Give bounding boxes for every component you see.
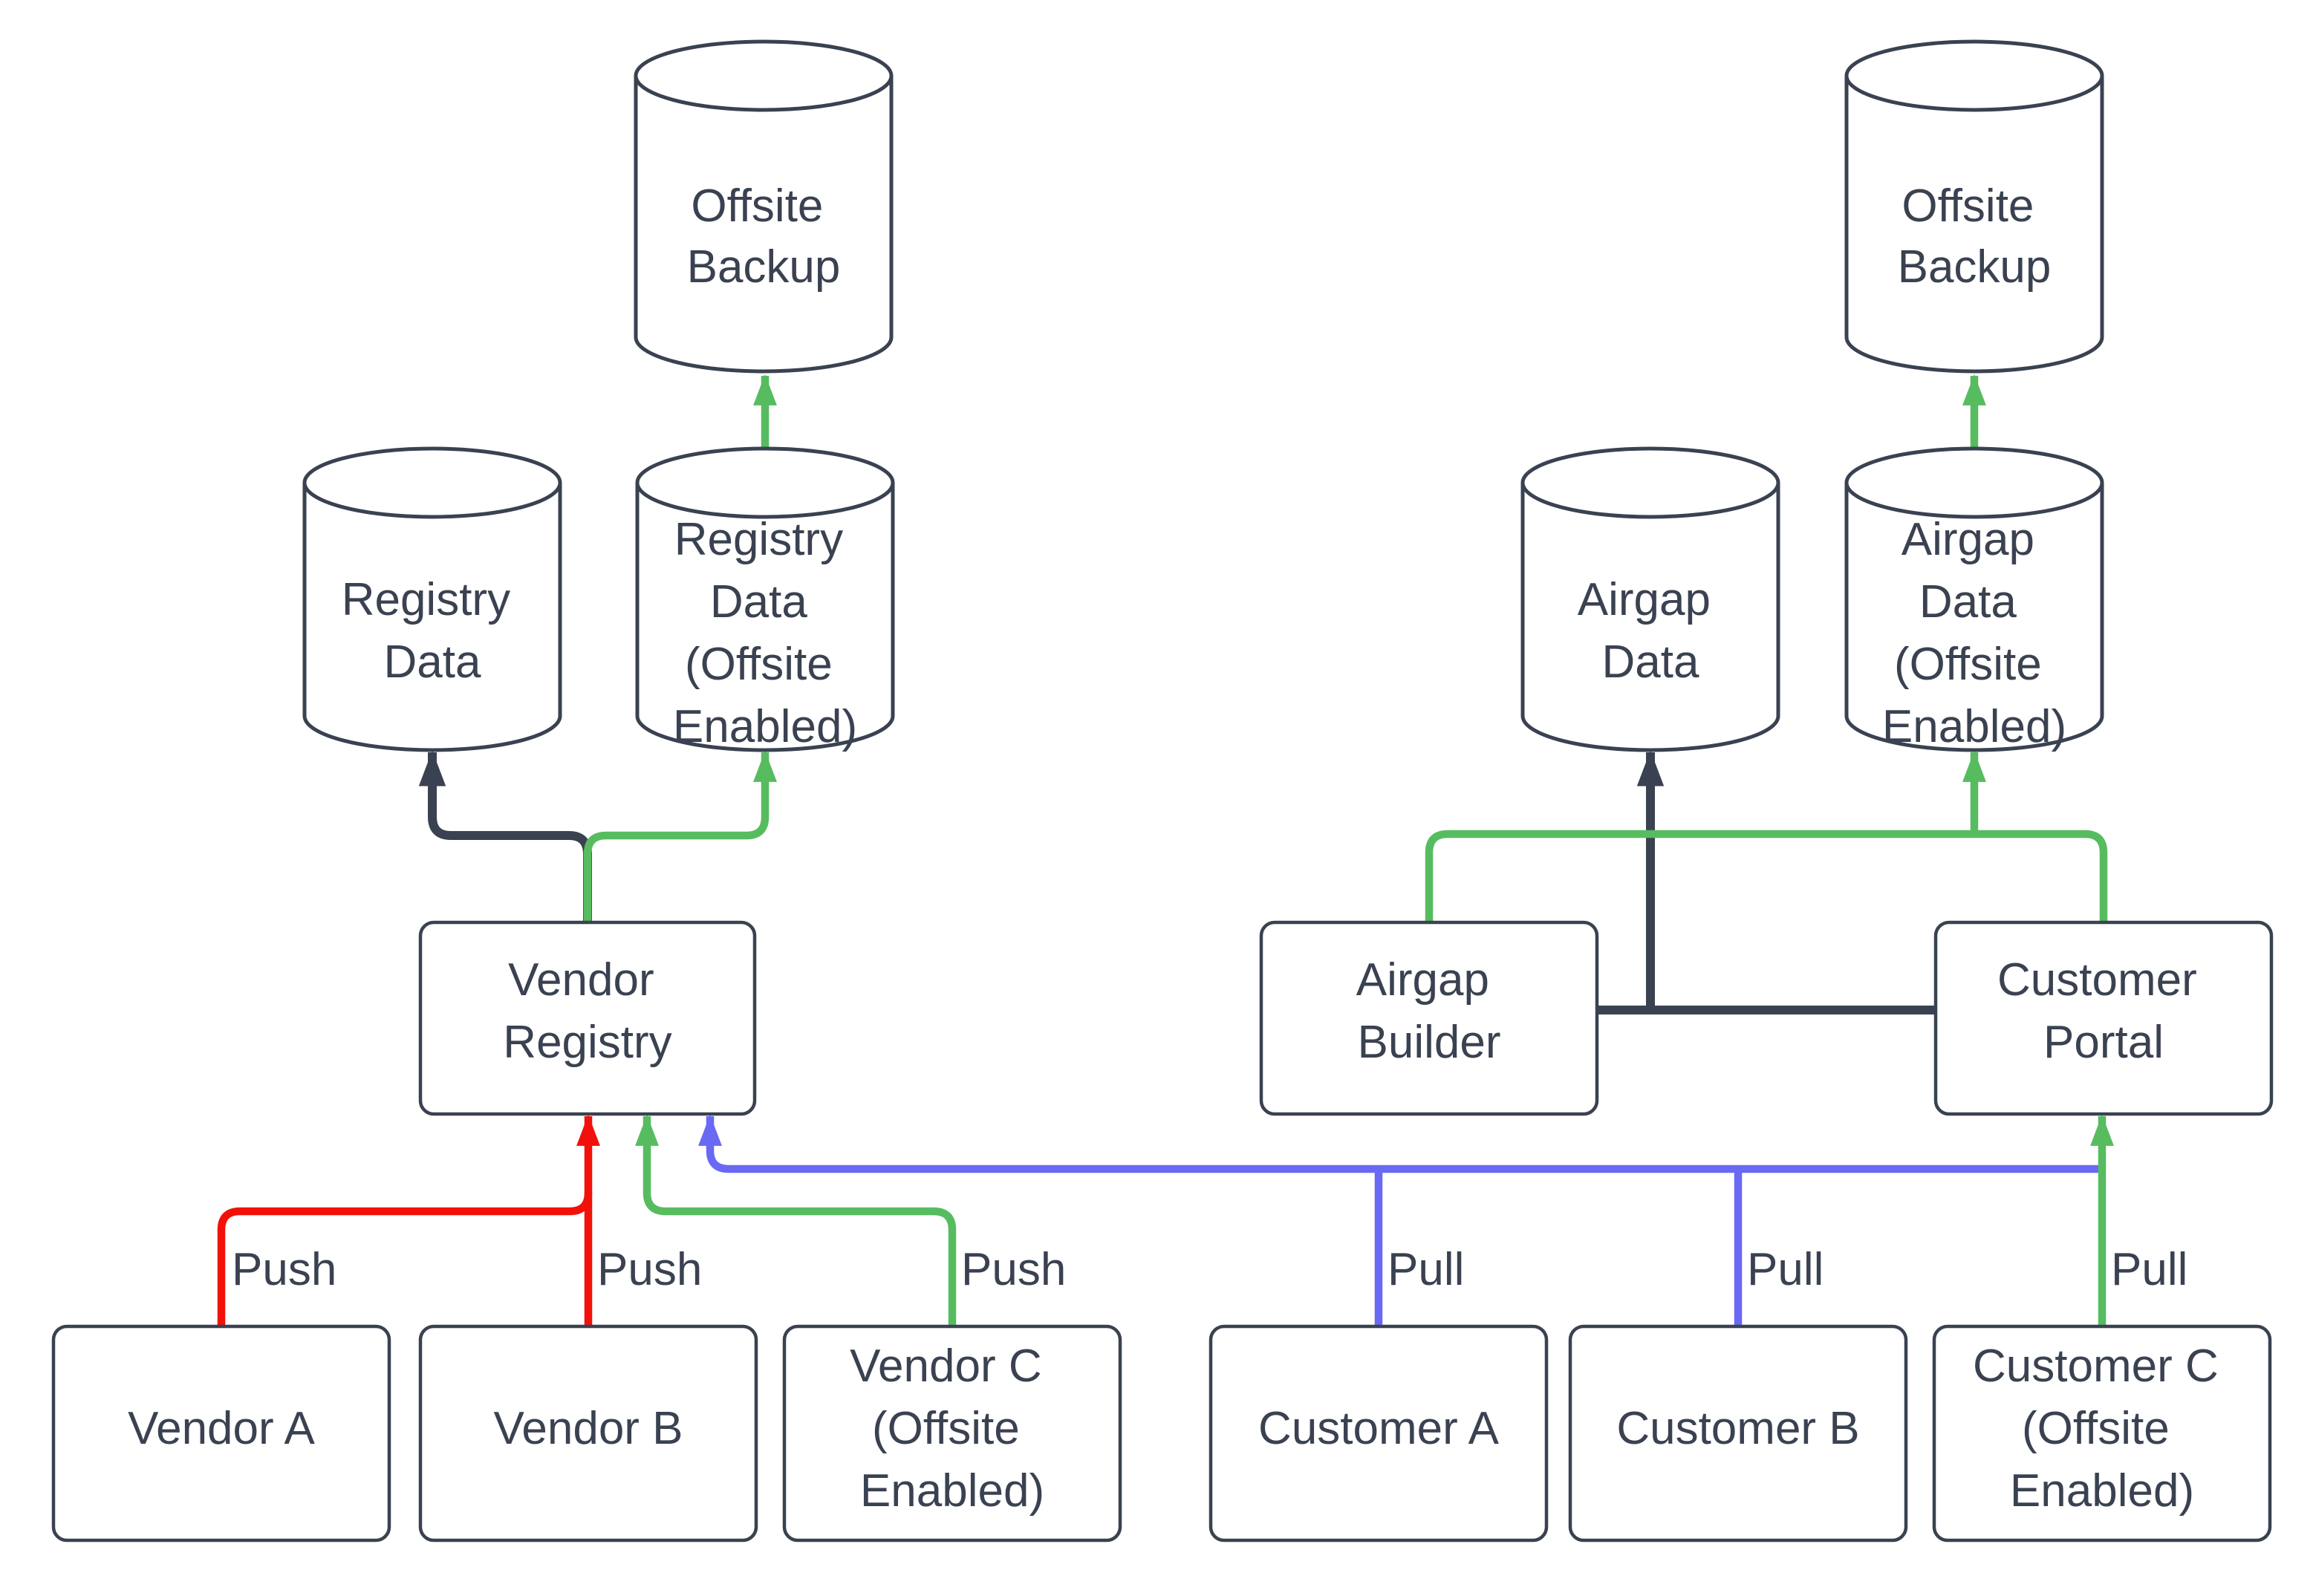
cylinder-lid — [1844, 75, 2104, 112]
node-registry-data-offsite: Registry Data (Offsite Enabled) — [635, 446, 895, 752]
edge-label-push-vendor-c: Push — [961, 1244, 1066, 1295]
cylinder-lid — [302, 482, 562, 519]
node-vendor-b: Vendor B — [418, 1324, 758, 1543]
edge-customer-portal-to-airgap-builder — [1425, 830, 2108, 922]
node-customer-portal: Customer Portal — [1933, 920, 2274, 1116]
node-airgap-data-offsite: Airgap Data (Offsite Enabled) — [1844, 446, 2104, 752]
edge-vendor-registry-to-registry-data — [418, 750, 592, 922]
node-label: Airgap Data — [1578, 574, 1723, 688]
cylinder-shape — [1844, 446, 2104, 752]
node-label: Airgap Data (Offsite Enabled) — [1882, 514, 2066, 752]
node-customer-b: Customer B — [1568, 1324, 1908, 1543]
node-label: Offsite Backup — [1898, 180, 2052, 293]
node-vendor-c: Vendor C (Offsite Enabled) — [782, 1324, 1122, 1543]
cylinder-shape — [1844, 39, 2104, 374]
node-label: Customer Portal — [1997, 954, 2210, 1068]
cylinder-lid — [635, 482, 895, 519]
node-label: Vendor Registry — [503, 954, 671, 1068]
node-label: Customer A — [1258, 1403, 1500, 1454]
node-vendor-registry: Vendor Registry — [418, 920, 757, 1116]
node-registry-data: Registry Data — [302, 446, 562, 752]
edge-label-pull-customer-b: Pull — [1747, 1244, 1824, 1295]
node-label: Airgap Builder — [1356, 954, 1502, 1068]
node-label: Registry Data (Offsite Enabled) — [673, 514, 857, 752]
node-label: Offsite Backup — [687, 180, 841, 293]
cylinder-shape — [1520, 446, 1780, 752]
edge-pull-bus-to-vendor-registry — [698, 1114, 2104, 1173]
box-shape — [1259, 920, 1599, 1116]
node-label: Registry Data — [342, 574, 524, 688]
node-label: Customer C (Offsite Enabled) — [1973, 1341, 2231, 1517]
box-shape — [418, 920, 757, 1116]
cylinder-shape — [302, 446, 562, 752]
node-airgap-data: Airgap Data — [1520, 446, 1780, 752]
cylinder-shape — [635, 446, 895, 752]
edge-label-pull-customer-c: Pull — [2111, 1244, 2187, 1295]
edge-label-push-vendor-a: Push — [232, 1244, 336, 1295]
cylinder-lid — [634, 75, 894, 112]
node-customer-c: Customer C (Offsite Enabled) — [1932, 1324, 2272, 1543]
node-airgap-builder: Airgap Builder — [1259, 920, 1599, 1116]
edge-label-push-vendor-b: Push — [597, 1244, 702, 1295]
box-shape — [1932, 1324, 2272, 1543]
node-offsite-backup-right: Offsite Backup — [1844, 39, 2104, 374]
cylinder-lid — [1520, 482, 1780, 519]
node-label: Vendor C (Offsite Enabled) — [850, 1341, 1055, 1517]
box-shape — [1568, 1324, 1908, 1543]
node-offsite-backup-left: Offsite Backup — [634, 39, 894, 374]
cylinder-lid — [1844, 482, 2104, 519]
node-customer-a: Customer A — [1208, 1324, 1549, 1543]
edge-label-pull-customer-a: Pull — [1388, 1244, 1464, 1295]
box-shape — [782, 1324, 1122, 1543]
box-shape — [51, 1324, 391, 1543]
box-shape — [1933, 920, 2274, 1116]
node-label: Vendor A — [128, 1403, 315, 1454]
node-label: Vendor B — [493, 1403, 683, 1454]
cylinder-shape — [634, 39, 894, 374]
box-shape — [418, 1324, 758, 1543]
node-label: Customer B — [1616, 1403, 1859, 1454]
node-vendor-a: Vendor A — [51, 1324, 391, 1543]
edge-vendor-c-push-to-vendor-registry — [635, 1114, 957, 1326]
edge-vendor-registry-to-registry-data-offsite — [583, 750, 777, 922]
box-shape — [1208, 1324, 1549, 1543]
